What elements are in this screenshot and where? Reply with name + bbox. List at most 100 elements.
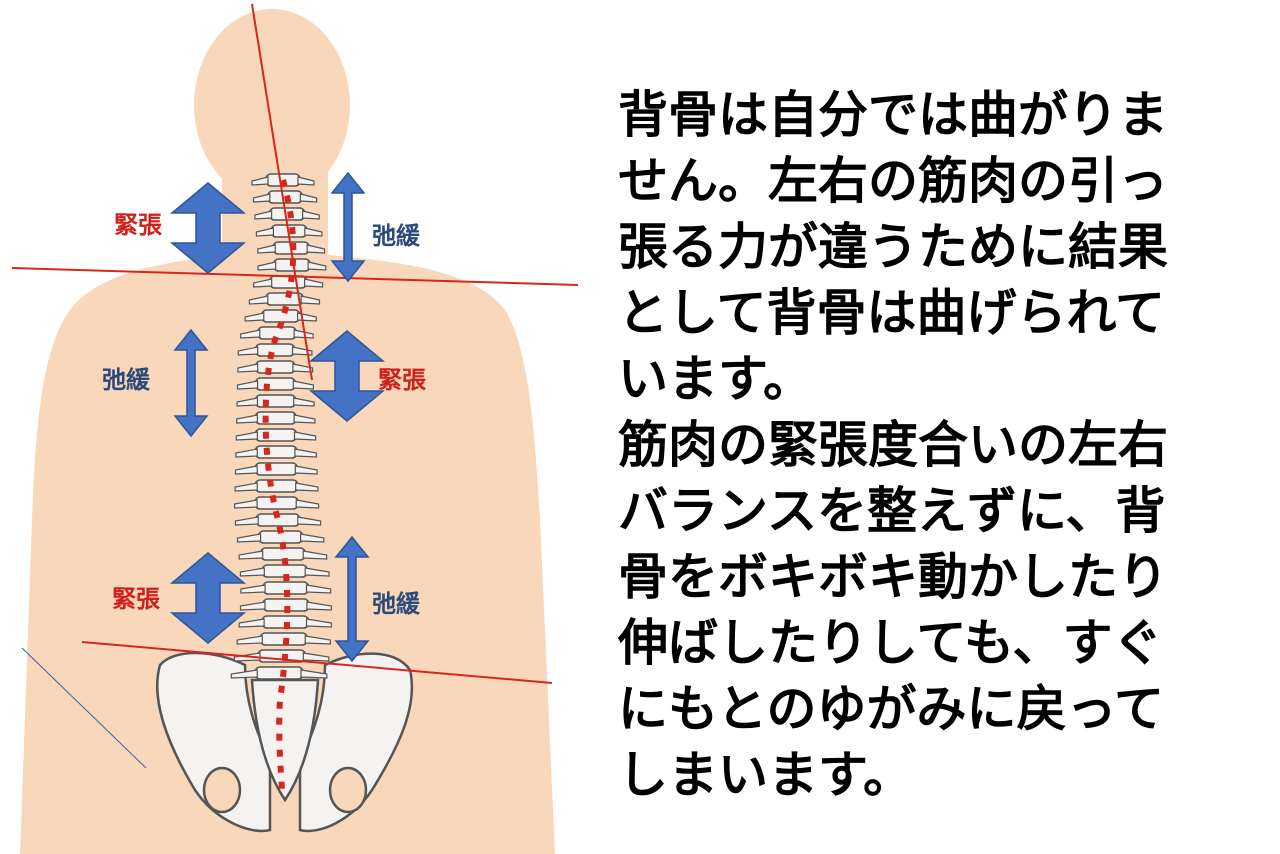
- vertebra-process: [251, 176, 269, 186]
- vertebra-process: [305, 584, 332, 594]
- vertebra-process: [307, 261, 327, 271]
- reference-lines: [11, 3, 579, 684]
- pelvis-left-foramen: [202, 766, 242, 814]
- explanation-line: 骨をボキボキ動かしたり: [618, 548, 1168, 606]
- neck-tilt-line: [251, 3, 313, 381]
- vertebra: [268, 275, 308, 289]
- vertebra-process: [238, 618, 265, 628]
- explanation-line: 筋肉の緊張度合いの左右: [618, 416, 1168, 474]
- explanation-line: 張る力が違うために結果: [618, 218, 1168, 276]
- vertebra: [254, 360, 296, 374]
- vertebra-process: [257, 244, 276, 254]
- thin-arrow-lower-right: [334, 535, 370, 663]
- spine-diagram: 緊張 弛緩 弛緩 緊張 緊張 弛緩: [0, 0, 600, 854]
- vertebra: [254, 377, 297, 391]
- label-tension-middle-right: 緊張: [378, 366, 427, 394]
- vertebra-process: [304, 278, 324, 288]
- vertebra: [254, 411, 297, 425]
- vertebra-process: [239, 601, 266, 611]
- vertebra-process: [237, 363, 259, 373]
- thick-arrow-upper-left: [169, 182, 247, 274]
- vertebra-process: [304, 635, 331, 645]
- vertebra-process: [302, 550, 328, 560]
- vertebra-process: [293, 431, 317, 441]
- vertebra-process: [244, 312, 265, 322]
- vertebra-process: [293, 414, 316, 424]
- thick-arrow-middle-right: [308, 330, 386, 422]
- pelvis: [155, 651, 414, 833]
- vertebra-process: [252, 193, 271, 203]
- explanation-line: せん。左右の筋肉の引っ: [618, 152, 1168, 210]
- explanation-line: います。: [618, 350, 813, 408]
- vertebra-process: [300, 295, 321, 305]
- vertebra: [254, 479, 299, 493]
- vertebra: [254, 394, 297, 408]
- label-relaxation-lower-right: 弛緩: [372, 590, 421, 618]
- vertebra-process: [236, 533, 262, 543]
- vertebra: [254, 428, 298, 442]
- vertebra: [254, 666, 304, 680]
- explanation-line: として背骨は曲げられて: [618, 284, 1165, 342]
- vertebra-process: [235, 431, 258, 441]
- vertebra-process: [236, 635, 263, 645]
- explanation-text: 背骨は自分では曲がりま せん。左右の筋肉の引っ 張る力が違うために結果 として背…: [618, 82, 1258, 808]
- spine-diagram-svg: 緊張 弛緩 弛緩 緊張 緊張 弛緩: [11, 3, 579, 854]
- vertebra-process: [300, 669, 328, 679]
- vertebra-process: [253, 278, 273, 288]
- explanation-line: バランスを整えずに、背: [618, 482, 1166, 540]
- vertebra-process: [236, 414, 258, 424]
- label-tension-upper-left: 緊張: [114, 211, 163, 239]
- vertebra-process: [238, 550, 264, 560]
- vertebra: [254, 462, 299, 476]
- thick-arrow-lower-left: [169, 552, 247, 644]
- vertebra-process: [254, 210, 273, 220]
- vertebra-process: [305, 618, 332, 628]
- vertebra-process: [306, 244, 326, 254]
- vertebra-process: [255, 227, 274, 237]
- vertebra-process: [248, 295, 269, 305]
- vertebra-process: [234, 499, 258, 509]
- vertebra-process: [240, 584, 266, 594]
- label-relaxation-upper-right: 弛緩: [372, 222, 421, 250]
- thick-arrows: [169, 182, 386, 644]
- vertebra-process: [294, 465, 318, 475]
- vertebra-process: [239, 567, 265, 577]
- label-tension-lower-left: 緊張: [112, 585, 161, 613]
- vertebra-process: [294, 448, 317, 458]
- thin-arrow-middle-left: [173, 328, 209, 438]
- vertebra: [261, 309, 301, 323]
- vertebra-process: [299, 193, 318, 203]
- vertebra-process: [236, 380, 259, 390]
- vertebra-process: [257, 261, 277, 271]
- vertebra-process: [297, 176, 315, 186]
- vertebra-process: [295, 482, 319, 492]
- explanation-line: しまいます。: [618, 746, 913, 804]
- label-relaxation-middle-left: 弛緩: [102, 366, 151, 394]
- vertebra: [254, 445, 298, 459]
- spine-curve-line: [262, 179, 297, 791]
- vertebra-process: [304, 227, 323, 237]
- vertebra: [254, 343, 296, 357]
- blue-diagonal-line: [21, 647, 147, 769]
- vertebra-process: [300, 533, 325, 543]
- vertebra-process: [297, 516, 322, 526]
- explanation-line: 背骨は自分では曲がりま: [618, 86, 1168, 144]
- explanation-line: 伸ばしたりしても、すぐ: [618, 614, 1163, 672]
- vertebra-process: [236, 397, 259, 407]
- sacrum: [250, 678, 320, 803]
- thin-arrow-upper-right: [330, 171, 366, 283]
- vertebra-process: [237, 346, 259, 356]
- head: [194, 9, 350, 201]
- vertebra: [254, 496, 299, 510]
- vertebra-process: [302, 210, 320, 220]
- vertebra-process: [234, 465, 258, 475]
- vertebra-process: [295, 499, 320, 509]
- pelvis-line: [81, 641, 553, 684]
- vertebra-process: [234, 482, 258, 492]
- vertebra-process: [302, 652, 330, 662]
- vertebra-process: [293, 329, 314, 339]
- vertebra-process: [292, 363, 314, 373]
- explanation-line: にもとのゆがみに戻って: [618, 680, 1164, 738]
- vertebra-process: [306, 601, 332, 611]
- vertebra: [259, 547, 306, 561]
